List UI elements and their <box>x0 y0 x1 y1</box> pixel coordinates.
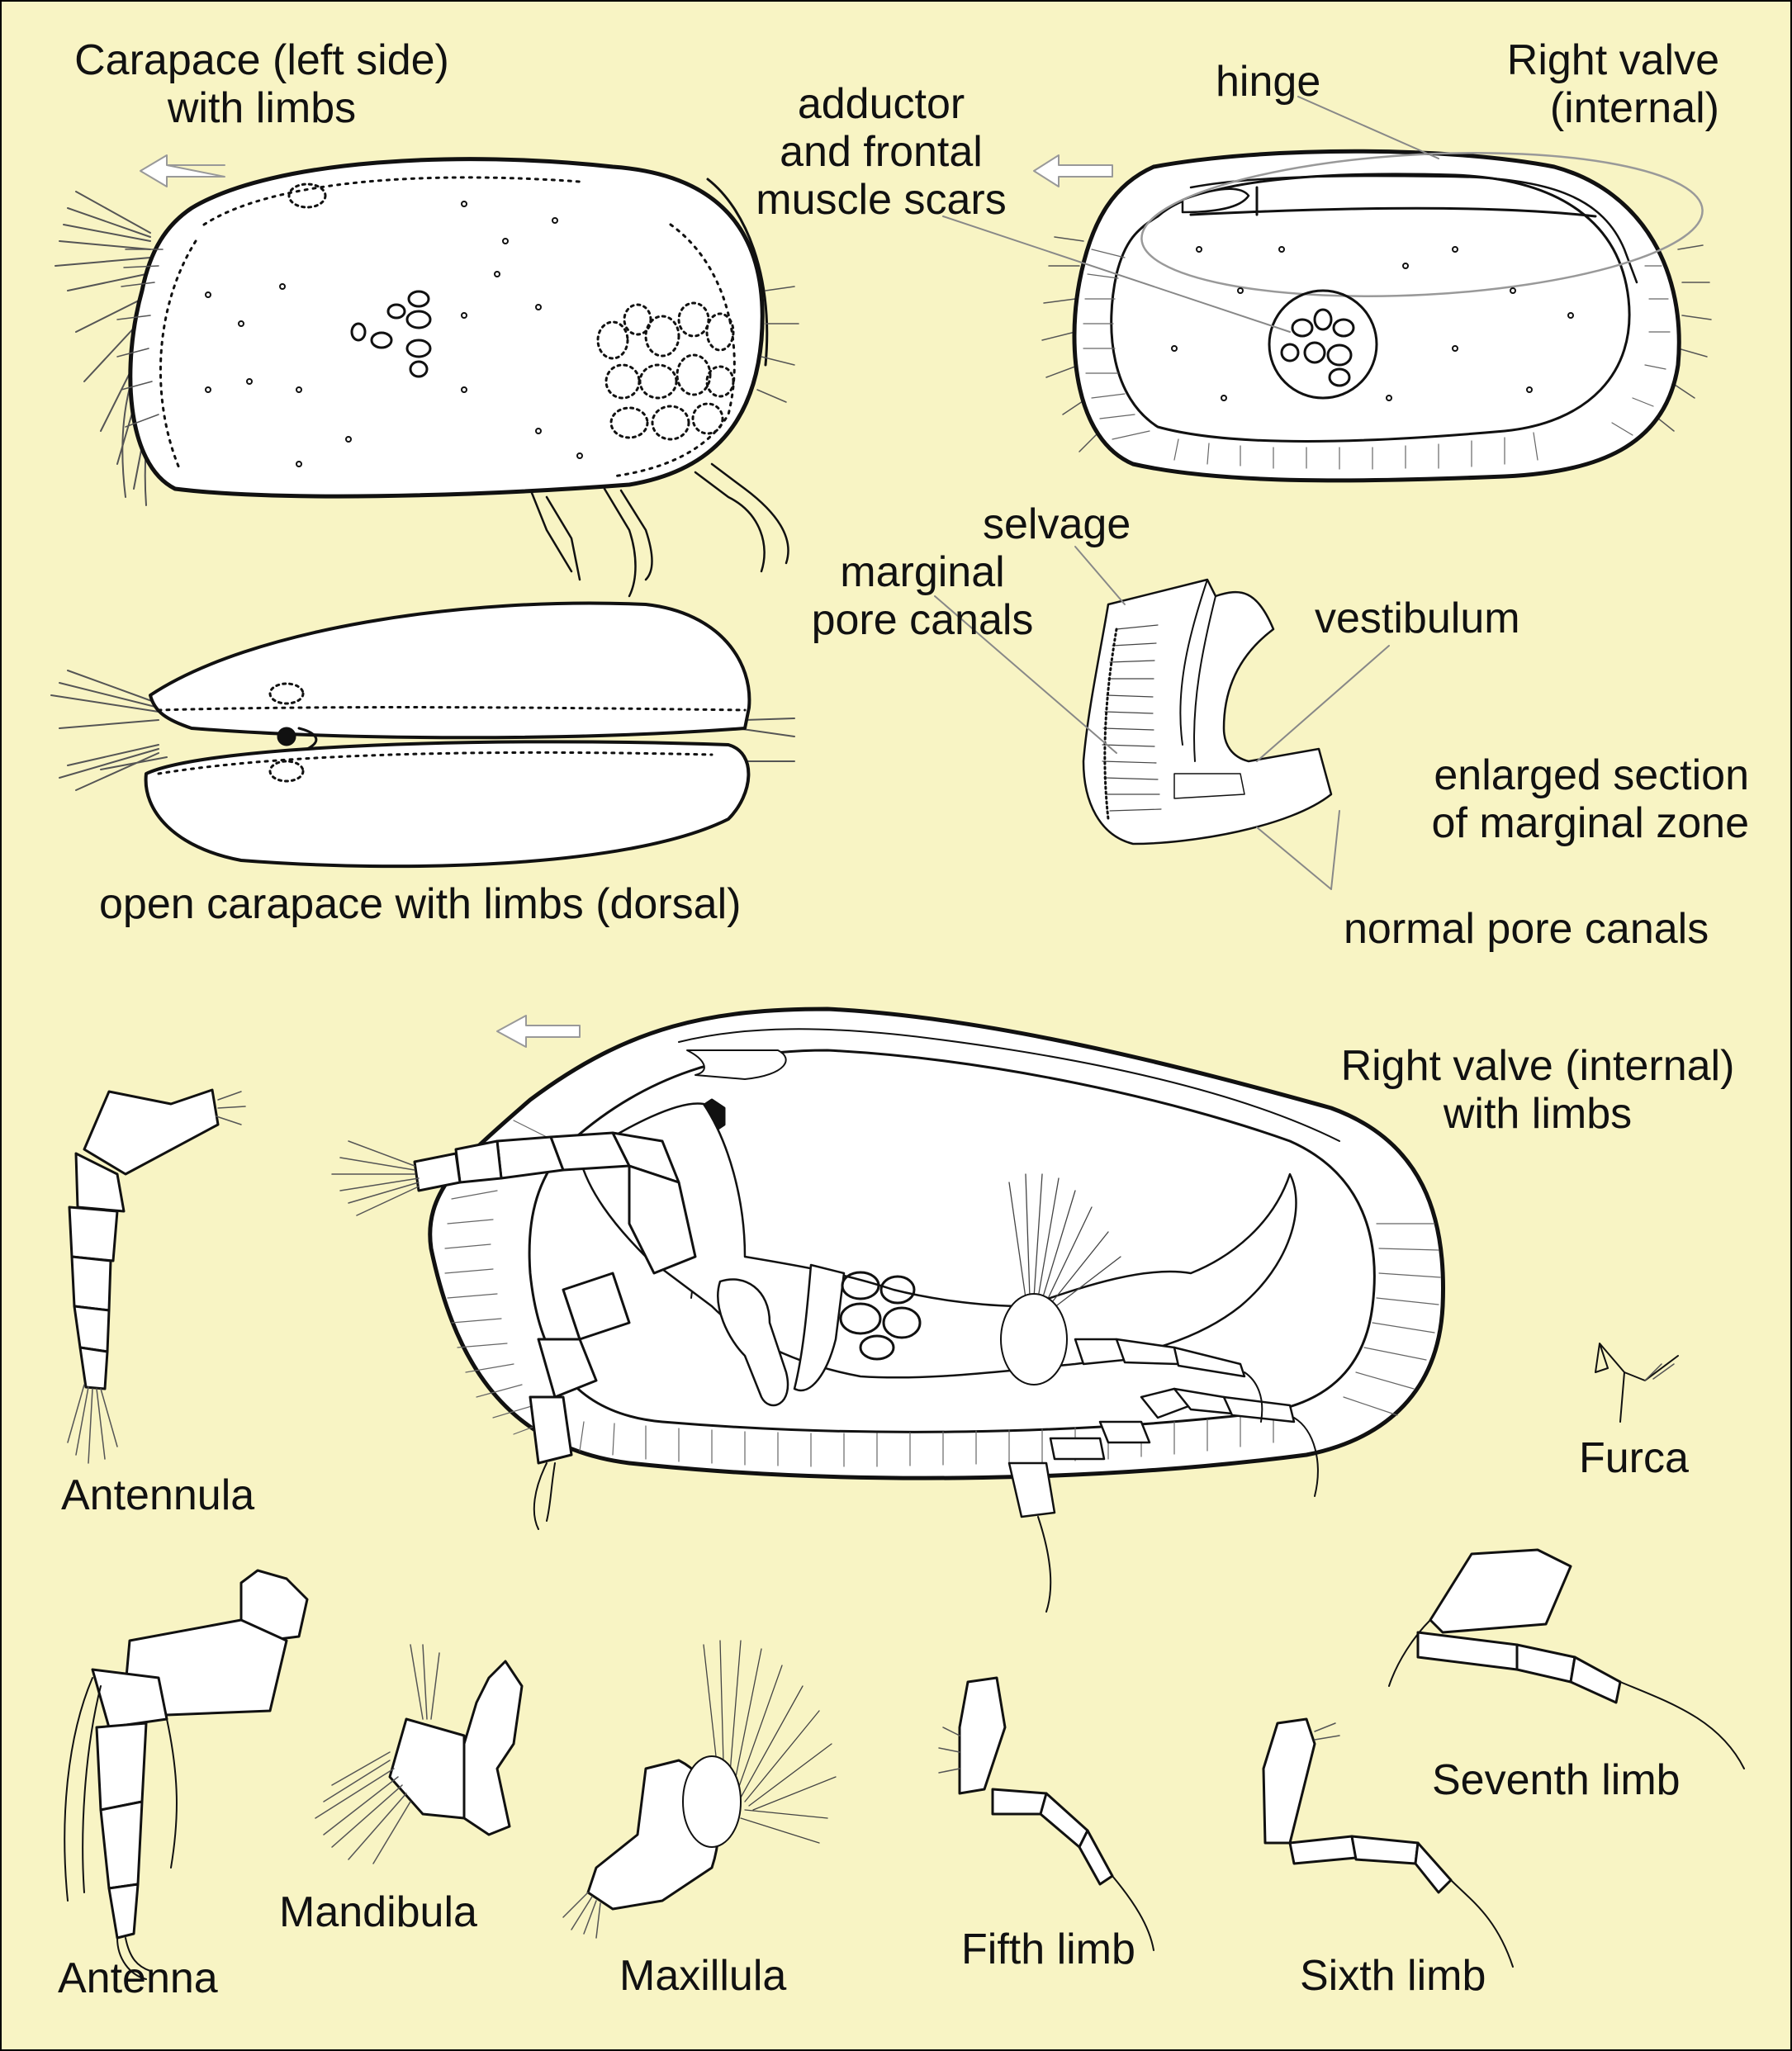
label-antennula: Antennula <box>61 1471 255 1519</box>
label-marginal-pore-canals: marginal pore canals <box>811 548 1034 644</box>
maxillula-limb-drawing <box>562 1640 837 1939</box>
open-carapace-dorsal-drawing <box>50 601 795 869</box>
label-fifth-limb: Fifth limb <box>961 1925 1135 1973</box>
label-selvage: selvage <box>983 500 1131 548</box>
sixth-limb-drawing <box>1262 1717 1514 1968</box>
antennula-limb-drawing <box>67 1088 246 1464</box>
label-right-valve-internal: Right valve (internal) <box>1506 36 1719 132</box>
mandibula-limb-drawing <box>315 1644 524 1864</box>
right-valve-with-limbs-drawing <box>331 1007 1446 1613</box>
label-vestibulum: vestibulum <box>1315 594 1520 642</box>
label-enlarged-section: enlarged section of marginal zone <box>1431 751 1749 847</box>
label-sixth-limb: Sixth limb <box>1300 1952 1486 2000</box>
label-seventh-limb: Seventh limb <box>1432 1756 1681 1804</box>
label-hinge: hinge <box>1216 58 1321 106</box>
right-valve-internal-drawing <box>942 96 1712 483</box>
label-antenna: Antenna <box>58 1954 218 2002</box>
label-maxillula: Maxillula <box>619 1952 787 2000</box>
label-mandibula: Mandibula <box>279 1888 477 1936</box>
label-carapace-left-side: Carapace (left side) with limbs <box>74 36 449 132</box>
label-normal-pore-canals: normal pore canals <box>1344 905 1709 953</box>
seventh-limb-drawing <box>1388 1548 1745 1769</box>
label-adductor-muscle-scars: adductor and frontal muscle scars <box>756 80 1007 224</box>
label-furca: Furca <box>1579 1434 1689 1482</box>
fifth-limb-drawing <box>938 1676 1154 1951</box>
carapace-left-side-drawing <box>55 154 799 598</box>
label-right-valve-with-limbs: Right valve (internal) with limbs <box>1340 1042 1735 1138</box>
antenna-limb-drawing <box>64 1569 309 1980</box>
furca-drawing <box>1595 1343 1679 1423</box>
enlarged-marginal-zone-drawing <box>934 546 1390 890</box>
label-open-carapace-dorsal: open carapace with limbs (dorsal) <box>99 880 742 928</box>
